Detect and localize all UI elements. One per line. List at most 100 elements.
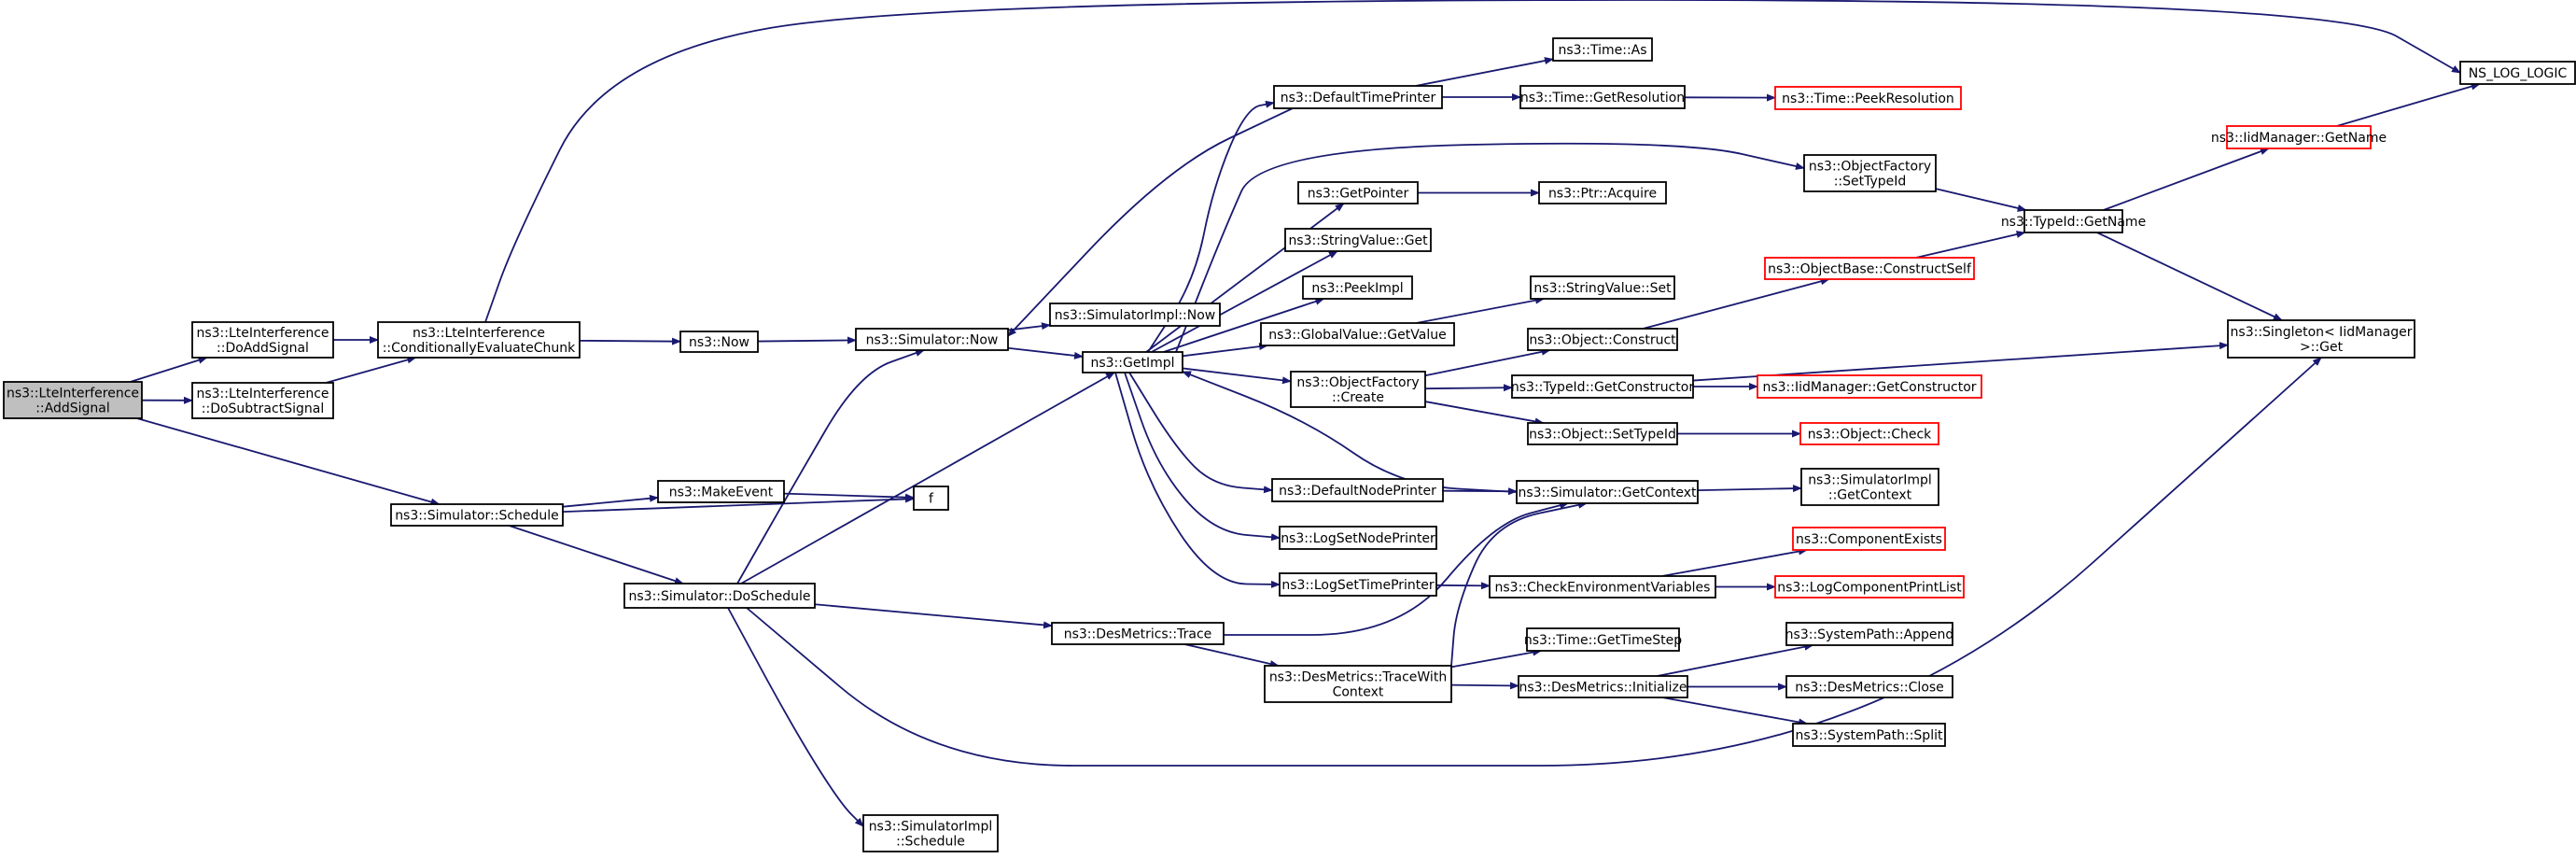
node-n30[interactable]: ns3::Object::SetTypeId: [1527, 422, 1678, 445]
node-box[interactable]: [1290, 371, 1426, 408]
node-box[interactable]: [1538, 181, 1667, 204]
node-box[interactable]: [862, 814, 999, 852]
node-n33[interactable]: ns3::Time::GetTimeStep: [1524, 627, 1682, 652]
node-n14[interactable]: ns3::DefaultTimePrinter: [1273, 85, 1443, 109]
node-n10[interactable]: ns3::SimulatorImpl::Schedule: [862, 814, 999, 852]
node-n41[interactable]: ns3::ComponentExists: [1792, 527, 1946, 551]
node-n27[interactable]: ns3::StringValue::Set: [1530, 275, 1675, 300]
node-box[interactable]: [1049, 303, 1221, 327]
node-box[interactable]: [1297, 181, 1419, 204]
node-box[interactable]: [1764, 257, 1975, 280]
node-box[interactable]: [679, 331, 759, 353]
node-box[interactable]: [623, 583, 816, 609]
node-n2[interactable]: ns3::LteInterference::DoSubtractSignal: [191, 382, 334, 419]
node-box[interactable]: [1260, 322, 1455, 346]
node-n11[interactable]: ns3::SimulatorImpl::Now: [1049, 303, 1221, 327]
node-n49[interactable]: ns3::Singleton< IidManager >::Get: [2227, 319, 2415, 359]
node-box[interactable]: [657, 480, 785, 503]
node-box[interactable]: [1774, 86, 1962, 110]
node-box[interactable]: [1519, 85, 1686, 109]
node-box[interactable]: [1792, 527, 1946, 551]
node-box[interactable]: [377, 321, 581, 359]
node-box[interactable]: [1785, 622, 1953, 646]
node-n43[interactable]: ns3::SystemPath::Append: [1785, 622, 1954, 646]
node-n45[interactable]: ns3::SystemPath::Split: [1792, 723, 1946, 747]
node-box[interactable]: [1302, 275, 1413, 300]
node-n7[interactable]: f: [913, 486, 949, 511]
node-n36[interactable]: ns3::ObjectFactory::SetTypeId: [1803, 154, 1937, 192]
node-box[interactable]: [1530, 275, 1675, 300]
node-n26[interactable]: ns3::Ptr::Acquire: [1538, 181, 1667, 204]
node-box[interactable]: [1279, 526, 1437, 550]
node-box[interactable]: [1518, 675, 1688, 698]
node-n35[interactable]: ns3::Time::PeekResolution: [1774, 86, 1962, 110]
node-n15[interactable]: ns3::GetPointer: [1297, 181, 1419, 204]
node-n13[interactable]: ns3::DesMetrics::Trace: [1051, 622, 1225, 645]
node-box[interactable]: [1803, 154, 1937, 192]
node-box[interactable]: [1284, 228, 1432, 252]
node-box[interactable]: [855, 328, 1009, 351]
node-box[interactable]: [1792, 723, 1946, 747]
node-box[interactable]: [1527, 328, 1678, 351]
node-n12[interactable]: ns3::GetImpl: [1082, 351, 1183, 373]
node-box[interactable]: [1799, 422, 1939, 445]
node-n9[interactable]: ns3::Simulator::Now: [855, 328, 1009, 351]
node-n21[interactable]: ns3::LogSetNodePrinter: [1279, 526, 1437, 550]
node-box[interactable]: [390, 503, 564, 527]
node-n25[interactable]: ns3::Time::GetResolution: [1519, 85, 1686, 109]
node-n37[interactable]: ns3::ObjectBase::ConstructSelf: [1764, 257, 1975, 280]
node-box[interactable]: [1785, 675, 1953, 698]
node-box[interactable]: [191, 382, 334, 419]
node-n8[interactable]: ns3::Simulator::DoSchedule: [623, 583, 816, 609]
node-box[interactable]: [1082, 351, 1183, 373]
node-n20[interactable]: ns3::DefaultNodePrinter: [1271, 478, 1444, 502]
node-n0[interactable]: ns3::LteInterference::AddSignal: [3, 381, 143, 419]
node-box[interactable]: [1273, 85, 1443, 109]
node-box[interactable]: [1051, 622, 1225, 645]
node-box[interactable]: [1511, 374, 1694, 399]
node-n28[interactable]: ns3::Object::Construct: [1527, 328, 1678, 351]
node-n42[interactable]: ns3::LogComponentPrintList: [1774, 575, 1965, 598]
node-n32[interactable]: ns3::CheckEnvironmentVariables: [1489, 575, 1716, 598]
node-n22[interactable]: ns3::LogSetTimePrinter: [1279, 572, 1437, 597]
node-box[interactable]: [1271, 478, 1444, 502]
node-n24[interactable]: ns3::Time::As: [1552, 37, 1653, 62]
node-box[interactable]: [191, 321, 334, 359]
node-n18[interactable]: ns3::GlobalValue::GetValue: [1260, 322, 1455, 346]
node-n3[interactable]: ns3::LteInterference::ConditionallyEvalu…: [377, 321, 581, 359]
node-box[interactable]: [1527, 422, 1678, 445]
node-box[interactable]: [2227, 319, 2415, 359]
node-box[interactable]: [1774, 575, 1965, 598]
node-n4[interactable]: ns3::Simulator::Schedule: [390, 503, 564, 527]
node-box[interactable]: [1264, 665, 1452, 703]
node-box[interactable]: [1516, 480, 1699, 504]
node-box[interactable]: [1526, 627, 1680, 652]
node-n44[interactable]: ns3::DesMetrics::Close: [1785, 675, 1953, 698]
node-box[interactable]: [2226, 125, 2372, 149]
node-box[interactable]: [1757, 374, 1982, 399]
node-box[interactable]: [1489, 575, 1716, 598]
node-n47[interactable]: NS_LOG_LOGIC: [2459, 61, 2576, 85]
node-box[interactable]: [1279, 572, 1437, 597]
node-n6[interactable]: ns3::MakeEvent: [657, 480, 785, 503]
node-n29[interactable]: ns3::TypeId::GetConstructor: [1511, 374, 1694, 399]
node-box[interactable]: [3, 381, 143, 419]
node-n5[interactable]: ns3::Now: [679, 331, 759, 353]
node-box[interactable]: [913, 486, 949, 511]
node-n1[interactable]: ns3::LteInterference::DoAddSignal: [191, 321, 334, 359]
node-n38[interactable]: ns3::IidManager::GetConstructor: [1757, 374, 1982, 399]
node-box[interactable]: [2023, 209, 2123, 233]
node-box[interactable]: [1800, 468, 1939, 506]
node-n46[interactable]: ns3::TypeId::GetName: [2001, 209, 2146, 233]
node-n40[interactable]: ns3::SimulatorImpl::GetContext: [1800, 468, 1939, 506]
node-n19[interactable]: ns3::ObjectFactory::Create: [1290, 371, 1426, 408]
node-n39[interactable]: ns3::Object::Check: [1799, 422, 1939, 445]
node-n34[interactable]: ns3::DesMetrics::Initialize: [1518, 675, 1688, 698]
node-n16[interactable]: ns3::StringValue::Get: [1284, 228, 1432, 252]
node-n17[interactable]: ns3::PeekImpl: [1302, 275, 1413, 300]
node-n48[interactable]: ns3::IidManager::GetName: [2211, 125, 2387, 149]
node-box[interactable]: [1552, 37, 1653, 62]
node-box[interactable]: [2459, 61, 2576, 85]
node-n31[interactable]: ns3::Simulator::GetContext: [1516, 480, 1699, 504]
